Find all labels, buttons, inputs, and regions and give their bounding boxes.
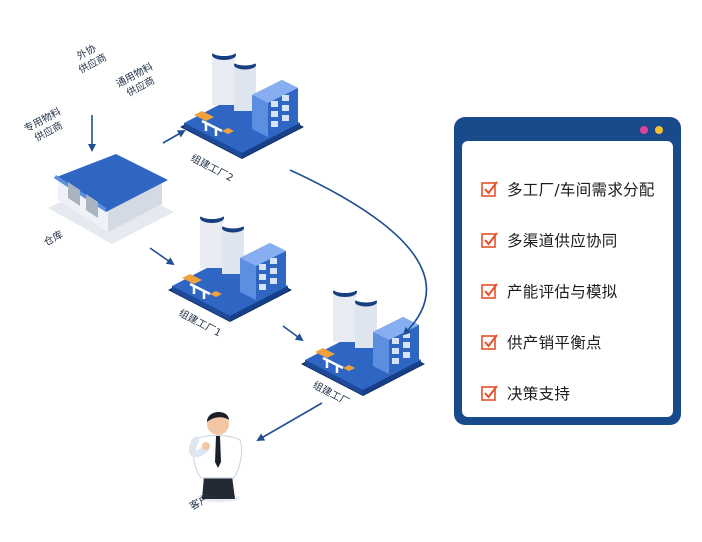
window-dot-pink bbox=[640, 126, 648, 134]
arrow-factory-to-customer bbox=[256, 402, 323, 442]
factory-icon bbox=[299, 283, 427, 398]
window-dot-yellow bbox=[655, 126, 663, 134]
factory2-label: 组建工厂2 bbox=[189, 151, 236, 184]
feature-item: 多工厂/车间需求分配 bbox=[481, 163, 655, 214]
feature-text: 供产销平衡点 bbox=[507, 333, 602, 352]
check-icon bbox=[481, 231, 498, 248]
arrow-warehouse-to-factory2 bbox=[162, 130, 186, 144]
feature-item: 供产销平衡点 bbox=[481, 316, 655, 367]
feature-list: 多工厂/车间需求分配 多渠道供应协同 产能评估与模拟 供产销平衡点 决策支持 bbox=[481, 163, 655, 418]
supplier-outsource-label: 外协 供应商 bbox=[74, 41, 108, 76]
supplier-special-label: 专用物料 供应商 bbox=[22, 105, 65, 144]
feature-panel: 多工厂/车间需求分配 多渠道供应协同 产能评估与模拟 供产销平衡点 决策支持 bbox=[454, 117, 681, 425]
factory-icon bbox=[178, 46, 306, 161]
feature-text: 决策支持 bbox=[507, 384, 571, 403]
warehouse-icon bbox=[48, 154, 174, 244]
check-icon bbox=[481, 282, 498, 299]
arrow-factory2-to-factory bbox=[289, 169, 428, 336]
feature-panel-body: 多工厂/车间需求分配 多渠道供应协同 产能评估与模拟 供产销平衡点 决策支持 bbox=[462, 141, 673, 417]
check-icon bbox=[481, 333, 498, 350]
check-icon bbox=[481, 180, 498, 197]
feature-text: 多渠道供应协同 bbox=[507, 231, 618, 250]
arrow-warehouse-to-factory1 bbox=[149, 247, 175, 266]
feature-item: 产能评估与模拟 bbox=[481, 265, 655, 316]
warehouse-label: 仓库 bbox=[41, 228, 65, 249]
arrow-factory1-to-factory bbox=[282, 325, 304, 342]
feature-text: 多工厂/车间需求分配 bbox=[507, 180, 655, 199]
supplier-general-label: 通用物料 供应商 bbox=[114, 60, 157, 99]
check-icon bbox=[481, 384, 498, 401]
factory-icon bbox=[166, 209, 294, 324]
feature-item: 决策支持 bbox=[481, 367, 655, 418]
feature-item: 多渠道供应协同 bbox=[481, 214, 655, 265]
customer-icon bbox=[188, 411, 243, 502]
feature-text: 产能评估与模拟 bbox=[507, 282, 618, 301]
